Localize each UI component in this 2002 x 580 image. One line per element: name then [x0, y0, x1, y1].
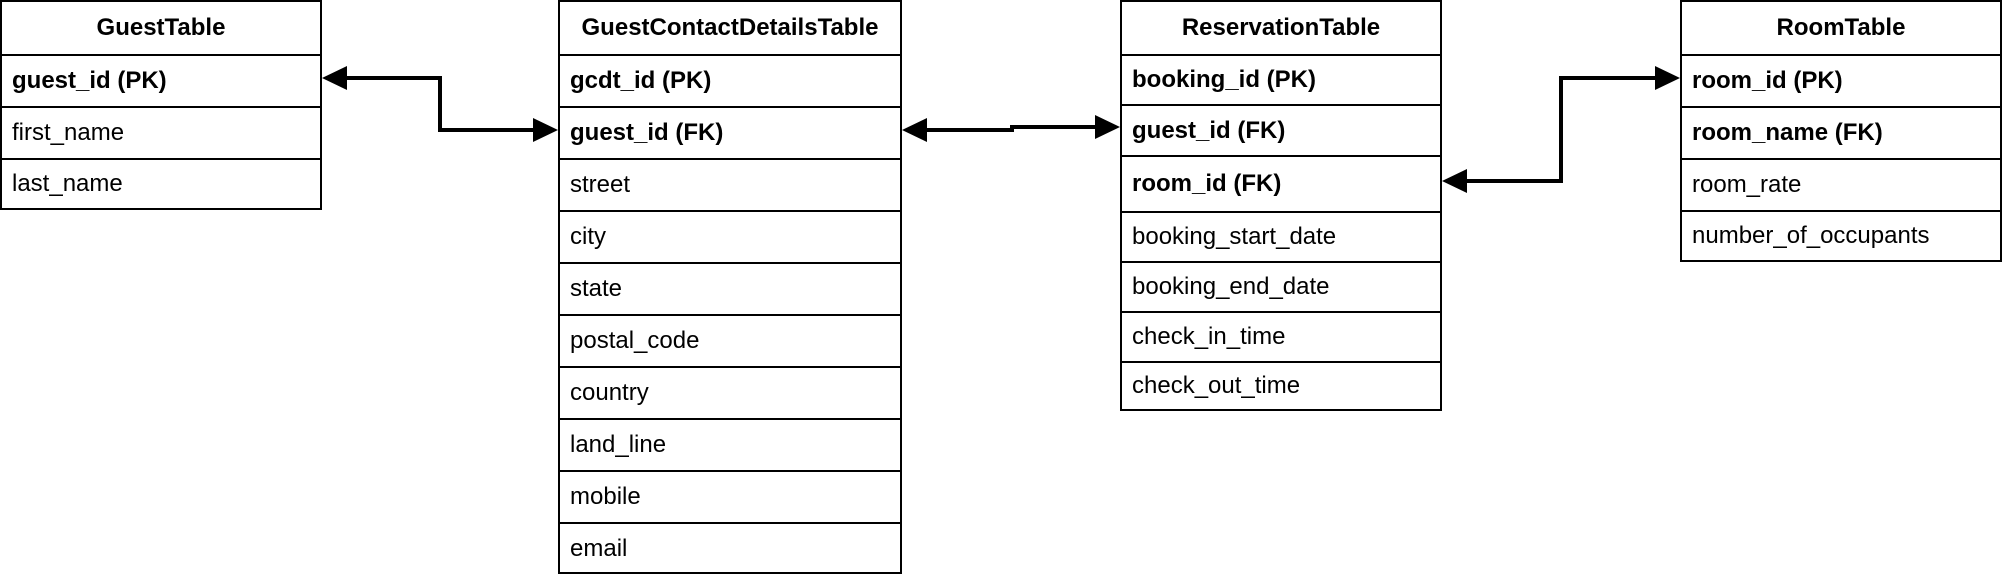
reservation-table-field-check-in-time: check_in_time [1122, 311, 1440, 361]
contact-table-field-land-line: land_line [560, 418, 900, 470]
reservation-table-title: ReservationTable [1181, 14, 1381, 41]
reservation-table-field-guest-id: guest_id (FK) [1122, 104, 1440, 155]
contact-table-field-email: email [560, 522, 900, 574]
connector-contact-to-reservation [925, 125, 1097, 132]
connector-guest-to-contact [345, 76, 535, 132]
room-table-field-room-id: room_id (PK) [1682, 54, 2000, 106]
contact-table-field-gcdt-id: gcdt_id (PK) [560, 54, 900, 106]
room-table-title: RoomTable [1776, 14, 1906, 41]
reservation-table-field-check-out-time: check_out_time [1122, 361, 1440, 409]
contact-table-field-mobile: mobile [560, 470, 900, 522]
reservation-table-field-booking-id: booking_id (PK) [1122, 54, 1440, 104]
room-table-field-number-of-occupants: number_of_occupants [1682, 210, 2000, 260]
guest-contact-details-table: GuestContactDetailsTable gcdt_id (PK) gu… [558, 0, 902, 574]
contact-table-field-state: state [560, 262, 900, 314]
guest-table: GuestTable guest_id (PK) first_name last… [0, 0, 322, 210]
arrowhead-guest-table [322, 66, 347, 90]
room-table: RoomTable room_id (PK) room_name (FK) ro… [1680, 0, 2002, 262]
guest-table-field-last-name: last_name [2, 158, 320, 208]
arrowhead-room-table [1655, 66, 1680, 90]
reservation-table-field-booking-end-date: booking_end_date [1122, 261, 1440, 311]
arrowhead-contact-table-left [533, 118, 558, 142]
arrowhead-contact-table-right [902, 118, 927, 142]
contact-table-title: GuestContactDetailsTable [581, 14, 879, 41]
room-table-field-room-name: room_name (FK) [1682, 106, 2000, 158]
contact-table-field-city: city [560, 210, 900, 262]
reservation-table-field-booking-start-date: booking_start_date [1122, 211, 1440, 261]
room-table-field-room-rate: room_rate [1682, 158, 2000, 210]
arrowhead-reservation-table-right [1442, 169, 1467, 193]
connector-reservation-to-room [1465, 76, 1657, 183]
contact-table-field-guest-id: guest_id (FK) [560, 106, 900, 158]
reservation-table: ReservationTable booking_id (PK) guest_i… [1120, 0, 1442, 411]
guest-table-field-guest-id: guest_id (PK) [2, 54, 320, 106]
contact-table-field-country: country [560, 366, 900, 418]
guest-table-field-first-name: first_name [2, 106, 320, 158]
guest-table-title: GuestTable [96, 14, 226, 41]
arrowhead-reservation-table-left [1095, 115, 1120, 139]
contact-table-field-postal-code: postal_code [560, 314, 900, 366]
reservation-table-field-room-id: room_id (FK) [1122, 155, 1440, 211]
contact-table-field-street: street [560, 158, 900, 210]
